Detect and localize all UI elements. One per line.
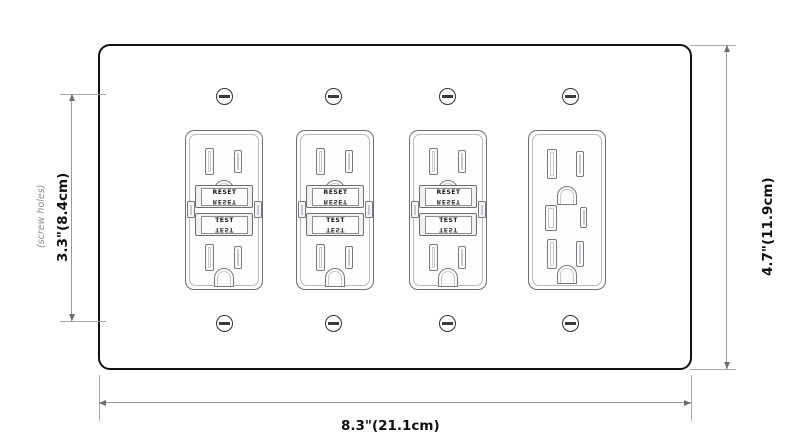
outlet-4-duplex [528, 130, 606, 290]
outlet-1-reset-label-reflection: RESET [212, 198, 237, 205]
outlet-4-middle-hot-slot [580, 207, 587, 228]
screw-hole-bottom-4 [562, 315, 579, 332]
outlet-2-button-group: RESET RESET TEST TEST [306, 185, 364, 237]
outlet-3-left-tab [411, 201, 419, 218]
outlet-2-test-label: TEST [326, 217, 345, 224]
outlet-4-top-neutral-slot [547, 149, 557, 179]
outlet-3-reset-face: RESET RESET [425, 188, 472, 206]
outlet-3-top-hot-slot [458, 150, 466, 173]
outlet-4-bottom-ground-hole [557, 265, 577, 284]
wall-plate-outline: RESET RESET TEST TEST [98, 44, 692, 370]
outlet-1-bottom-neutral-slot [205, 244, 214, 271]
outlet-1-test-button[interactable]: TEST TEST [195, 213, 253, 236]
screw-hole-bottom-1 [216, 315, 233, 332]
outlet-3-reset-button[interactable]: RESET RESET [419, 185, 477, 208]
outlet-3-right-tab [478, 201, 486, 218]
width-dimension-line [99, 402, 691, 404]
width-dimension-label: 8.3"(21.1cm) [341, 418, 440, 434]
outlet-2-bottom-hot-slot [345, 246, 353, 269]
outlet-3-test-face: TEST TEST [425, 216, 472, 234]
height-dimension-label: 4.7"(11.9cm) [760, 177, 776, 276]
outlet-1-right-tab [254, 201, 262, 218]
outlet-2-bottom-ground-hole [325, 268, 345, 287]
screw-hole-bottom-3 [439, 315, 456, 332]
outlet-4-bottom-neutral-slot [547, 239, 557, 269]
outlet-1-test-label-reflection: TEST [215, 226, 234, 233]
outlet-3-bottom-ground-hole [438, 268, 458, 287]
height-dimension-line [726, 45, 728, 369]
outlet-1-reset-button[interactable]: RESET RESET [195, 185, 253, 208]
outlet-2-reset-label: RESET [323, 189, 348, 196]
height-arrow-top [723, 45, 730, 52]
height-arrow-bottom [723, 362, 730, 369]
outlet-1-bottom-hot-slot [234, 246, 242, 269]
outlet-3-reset-label: RESET [436, 189, 461, 196]
height-extension-line-bottom [690, 369, 736, 371]
outlet-1-test-label: TEST [215, 217, 234, 224]
outlet-2-top-hot-slot [345, 150, 353, 173]
screw-span-arrow-top [68, 94, 75, 101]
width-extension-line-right [691, 375, 693, 421]
outlet-3-button-group: RESET RESET TEST TEST [419, 185, 477, 237]
outlet-3-test-label-reflection: TEST [439, 226, 458, 233]
outlet-3-bottom-hot-slot [458, 246, 466, 269]
outlet-4-bezel [532, 134, 602, 286]
outlet-2-right-tab [365, 201, 373, 218]
outlet-2-test-button[interactable]: TEST TEST [306, 213, 364, 236]
screw-hole-top-3 [439, 88, 456, 105]
outlet-1-top-neutral-slot [205, 148, 214, 175]
outlet-1-left-tab [187, 201, 195, 218]
outlet-2-gfci: RESET RESET TEST TEST [296, 130, 374, 290]
outlet-1-test-face: TEST TEST [201, 216, 248, 234]
outlet-1-gfci: RESET RESET TEST TEST [185, 130, 263, 290]
outlet-1-reset-face: RESET RESET [201, 188, 248, 206]
outlet-1-bottom-ground-hole [214, 268, 234, 287]
outlet-2-left-tab [298, 201, 306, 218]
screw-hole-bottom-2 [325, 315, 342, 332]
outlet-2-reset-button[interactable]: RESET RESET [306, 185, 364, 208]
outlet-2-top-neutral-slot [316, 148, 325, 175]
outlet-3-test-button[interactable]: TEST TEST [419, 213, 477, 236]
screw-span-dimension-line [71, 94, 73, 321]
outlet-2-bottom-neutral-slot [316, 244, 325, 271]
width-arrow-left [99, 399, 106, 406]
outlet-2-test-face: TEST TEST [312, 216, 359, 234]
outlet-1-reset-label: RESET [212, 189, 237, 196]
height-extension-line-top [690, 45, 736, 47]
width-extension-line-left [99, 375, 101, 421]
outlet-2-test-label-reflection: TEST [326, 226, 345, 233]
outlet-3-top-neutral-slot [429, 148, 438, 175]
screw-span-arrow-bottom [68, 314, 75, 321]
outlet-1-top-hot-slot [234, 150, 242, 173]
outlet-4-top-hot-slot [576, 151, 584, 177]
screw-hole-top-4 [562, 88, 579, 105]
screw-span-extension-line-top [60, 94, 106, 96]
width-arrow-right [684, 399, 691, 406]
screw-span-extension-line-bottom [60, 321, 106, 323]
outlet-4-bottom-hot-slot [576, 241, 584, 267]
outlet-3-reset-label-reflection: RESET [436, 198, 461, 205]
outlet-4-middle-neutral-slot [545, 205, 557, 231]
outlet-2-reset-label-reflection: RESET [323, 198, 348, 205]
outlet-3-bottom-neutral-slot [429, 244, 438, 271]
screw-hole-top-2 [325, 88, 342, 105]
outlet-3-gfci: RESET RESET TEST TEST [409, 130, 487, 290]
screw-holes-note: (screw holes) [36, 184, 47, 248]
outlet-4-top-ground-hole [557, 186, 577, 205]
outlet-3-test-label: TEST [439, 217, 458, 224]
screw-span-dimension-label: 3.3"(8.4cm) [55, 172, 71, 262]
outlet-1-button-group: RESET RESET TEST TEST [195, 185, 253, 237]
outlet-2-reset-face: RESET RESET [312, 188, 359, 206]
screw-hole-top-1 [216, 88, 233, 105]
